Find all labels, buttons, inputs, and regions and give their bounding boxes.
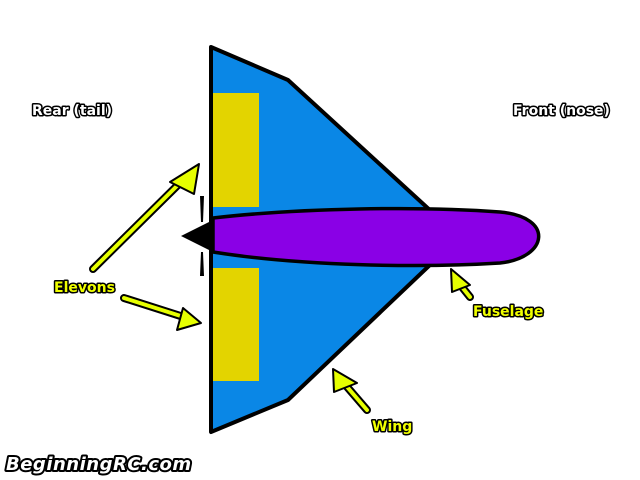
upper-elevon [213,93,259,207]
arrow-to-fuselage [450,268,474,301]
lower-elevon [213,268,259,381]
propeller-icon [181,196,213,276]
arrow-to-lower-elevon [120,294,202,331]
front-label: Front (nose) [513,103,610,119]
fuselage-label: Fuselage [473,304,543,320]
arrow-to-upper-elevon [89,163,200,273]
wing-label: Wing [372,419,412,435]
logo-text: BeginningRC.com [6,454,192,475]
fuselage-shape [211,206,541,268]
arrow-to-wing [332,368,371,414]
beginningrc-logo: BeginningRC.com [4,452,193,477]
rear-label: Rear (tail) [32,103,112,119]
elevons-label: Elevons [54,280,115,296]
